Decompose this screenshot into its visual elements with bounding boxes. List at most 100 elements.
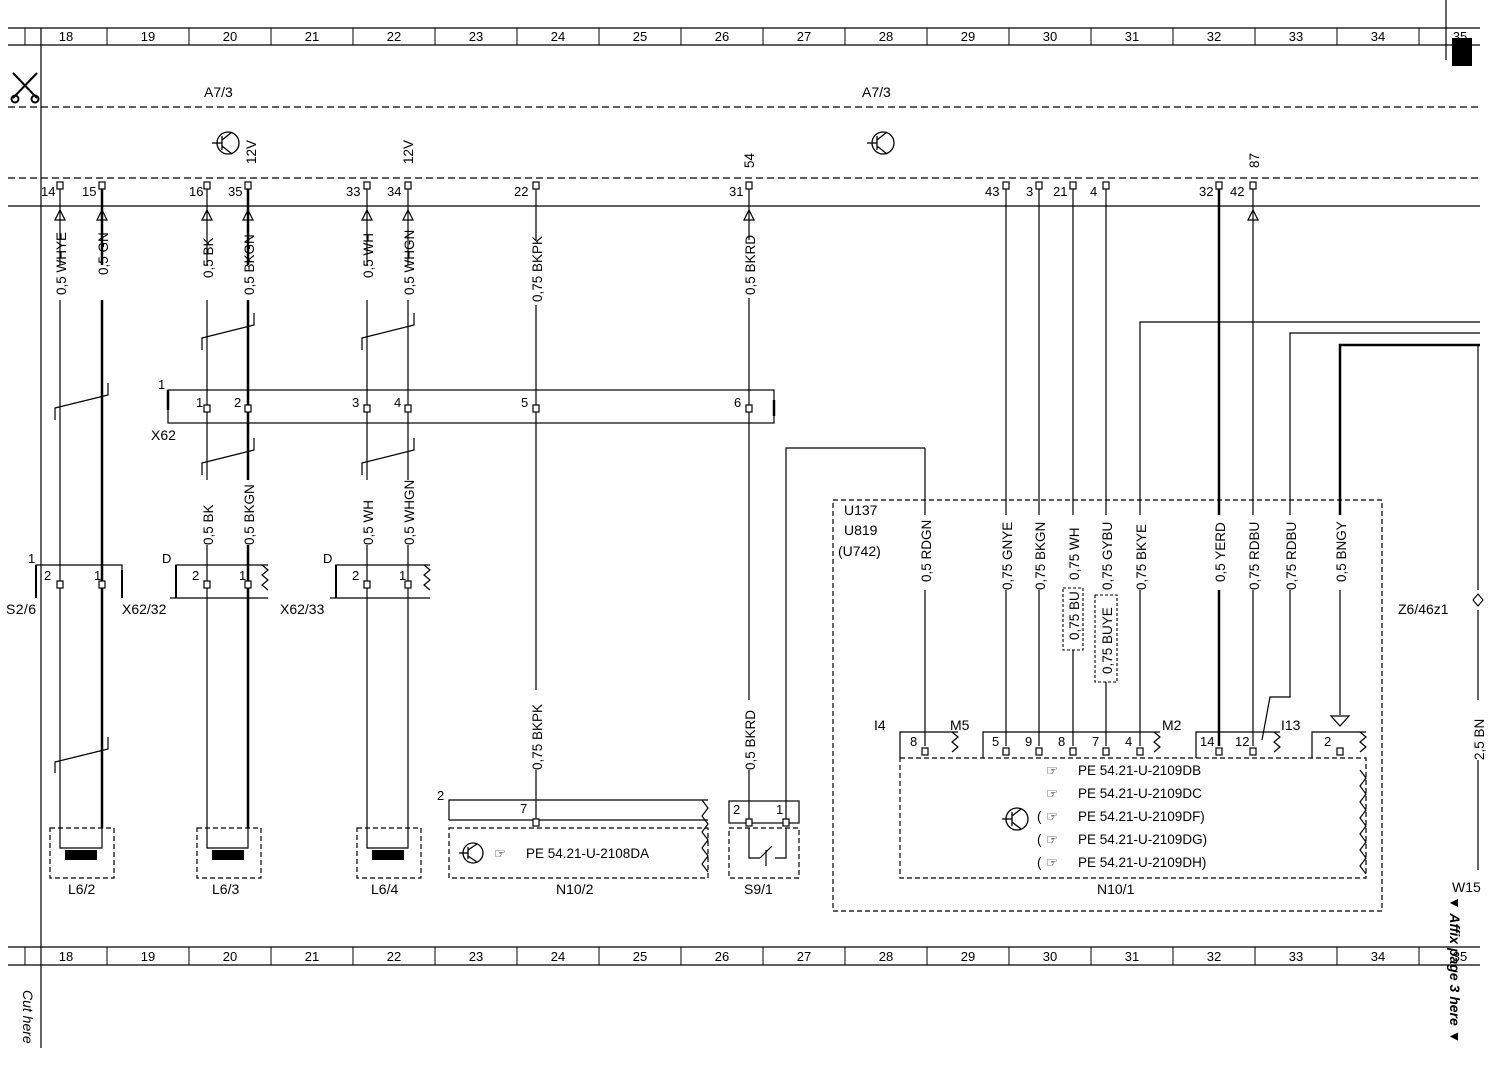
grid-column-number: 34 (1371, 29, 1385, 44)
x62-pin: 3 (352, 395, 359, 410)
grid-column-number: 25 (633, 949, 647, 964)
cu-pin: 34 (387, 184, 401, 199)
x62-corner: 1 (158, 377, 165, 392)
volt-label: 12V (401, 140, 416, 164)
group-label: I4 (874, 717, 886, 733)
group-label: I13 (1281, 717, 1301, 733)
paren: ( (1037, 855, 1042, 870)
n10-1-label: N10/1 (1097, 881, 1135, 897)
s9-1-pin: 1 (776, 802, 783, 817)
x62-pin: 2 (234, 395, 241, 410)
wire-label: 0,5 BKGN (242, 234, 257, 295)
n10-1-pin: 12 (1235, 734, 1249, 749)
x62-pin: 1 (196, 395, 203, 410)
pointing-hand-icon: ☞ (494, 846, 506, 861)
x62-33-corner: D (323, 551, 332, 566)
wire-label: 0,5 BK (201, 237, 216, 278)
page-marker (1452, 38, 1472, 66)
n10-1-ref: PE 54.21-U-2109DG) (1078, 832, 1207, 847)
group-label: M5 (950, 717, 970, 733)
cu-pin: 32 (1199, 184, 1213, 199)
grid-column-number: 34 (1371, 949, 1385, 964)
n10-2-label: N10/2 (556, 881, 594, 897)
connector-pin: 2 (44, 568, 51, 583)
x62-label: X62 (151, 427, 176, 443)
cu-pin: 21 (1053, 184, 1067, 199)
wire-label: 0,75 GNYE (1000, 522, 1015, 590)
paren: ( (1037, 832, 1042, 847)
wire-label: 0,5 WHYE (54, 232, 69, 295)
n10-2-corner: 2 (437, 788, 444, 803)
code-label: U137 (844, 502, 878, 518)
cu-pin: 16 (189, 184, 203, 199)
x62-pin: 5 (521, 395, 528, 410)
grid-column-number: 26 (715, 29, 729, 44)
cu-pin: 14 (41, 184, 55, 199)
wire-label: 0,5 BKRD (743, 235, 758, 295)
grid-column-number: 32 (1207, 29, 1221, 44)
connector-pin: 1 (399, 568, 406, 583)
wire-label: 0,75 BKPK (530, 704, 545, 770)
n10-1-pin: 9 (1025, 734, 1032, 749)
connector-pin: 2 (352, 568, 359, 583)
wire-label-alt: 0,75 BUYE (1100, 607, 1115, 674)
grid-column-number: 23 (469, 29, 483, 44)
cu-pin: 22 (514, 184, 528, 199)
cu-pin: 4 (1090, 184, 1097, 199)
wire-label: 0,5 BKRD (743, 710, 758, 770)
s9-1-switch (728, 800, 800, 879)
grid-column-number: 21 (305, 949, 319, 964)
wire-label: 0,75 RDBU (1247, 522, 1262, 590)
n10-1-pin: 8 (1058, 734, 1065, 749)
connector-pin: 1 (239, 568, 246, 583)
code-label: U819 (844, 522, 878, 538)
transistor-icon (212, 131, 240, 155)
grid-column-number: 29 (961, 949, 975, 964)
n10-1-ref: PE 54.21-U-2109DC (1078, 786, 1202, 801)
wire-label: 0,5 BKGN (242, 484, 257, 545)
wire-label: 0,5 YERD (1213, 522, 1228, 582)
cu-pin: 43 (985, 184, 999, 199)
grid-column-number: 30 (1043, 949, 1057, 964)
x62-33-label: X62/33 (280, 601, 325, 617)
control-unit-label-left: A7/3 (204, 84, 233, 100)
grid-column-number: 33 (1289, 29, 1303, 44)
wire-label: 0,75 RDBU (1284, 522, 1299, 590)
transistor-icon (459, 842, 484, 864)
x62-32-label: X62/32 (122, 601, 167, 617)
transistor-icon (867, 131, 895, 155)
w15-label: W15 (1452, 879, 1481, 895)
grid-column-number: 19 (141, 949, 155, 964)
pointing-hand-icon: ☞ (1046, 855, 1058, 870)
affix-note: ▼ Affix page 3 here ▼ (1447, 896, 1463, 1044)
pointing-hand-icon: ☞ (1046, 809, 1058, 824)
wire-label: 0,75 BKYE (1134, 524, 1149, 590)
cu-pin: 35 (228, 184, 242, 199)
n10-1-pin: 7 (1092, 734, 1099, 749)
paren: ( (1037, 809, 1042, 824)
l6-4-label: L6/4 (371, 881, 398, 897)
connector-corner: D (162, 551, 171, 566)
grid-column-number: 28 (879, 949, 893, 964)
grid-column-number: 27 (797, 949, 811, 964)
grid-column-number: 26 (715, 949, 729, 964)
wire-label-alt: 0,75 BU (1067, 591, 1082, 640)
x62-32-corner: 1 (28, 551, 35, 566)
grid-column-number: 32 (1207, 949, 1221, 964)
wire-label: 0,5 WH (361, 233, 376, 278)
wire-label: 2,5 BN (1472, 719, 1487, 760)
wire-label: 0,5 WHGN (402, 230, 417, 295)
grid-column-number: 24 (551, 949, 565, 964)
pointing-hand-icon: ☞ (1046, 763, 1058, 778)
n10-1-ref: PE 54.21-U-2109DH) (1078, 855, 1206, 870)
cu-pin: 15 (82, 184, 96, 199)
x62-pin: 6 (734, 395, 741, 410)
wire-label: 0,75 GYBU (1100, 522, 1115, 590)
n10-2-pin: 7 (520, 801, 527, 816)
n10-1-pin: 14 (1200, 734, 1214, 749)
n10-1-ref: PE 54.21-U-2109DF) (1078, 809, 1205, 824)
wire-label: 0,5 WHGN (402, 480, 417, 545)
n10-1-pin: 4 (1125, 734, 1132, 749)
volt-label: 87 (1247, 153, 1262, 168)
s9-1-pin: 2 (733, 802, 740, 817)
